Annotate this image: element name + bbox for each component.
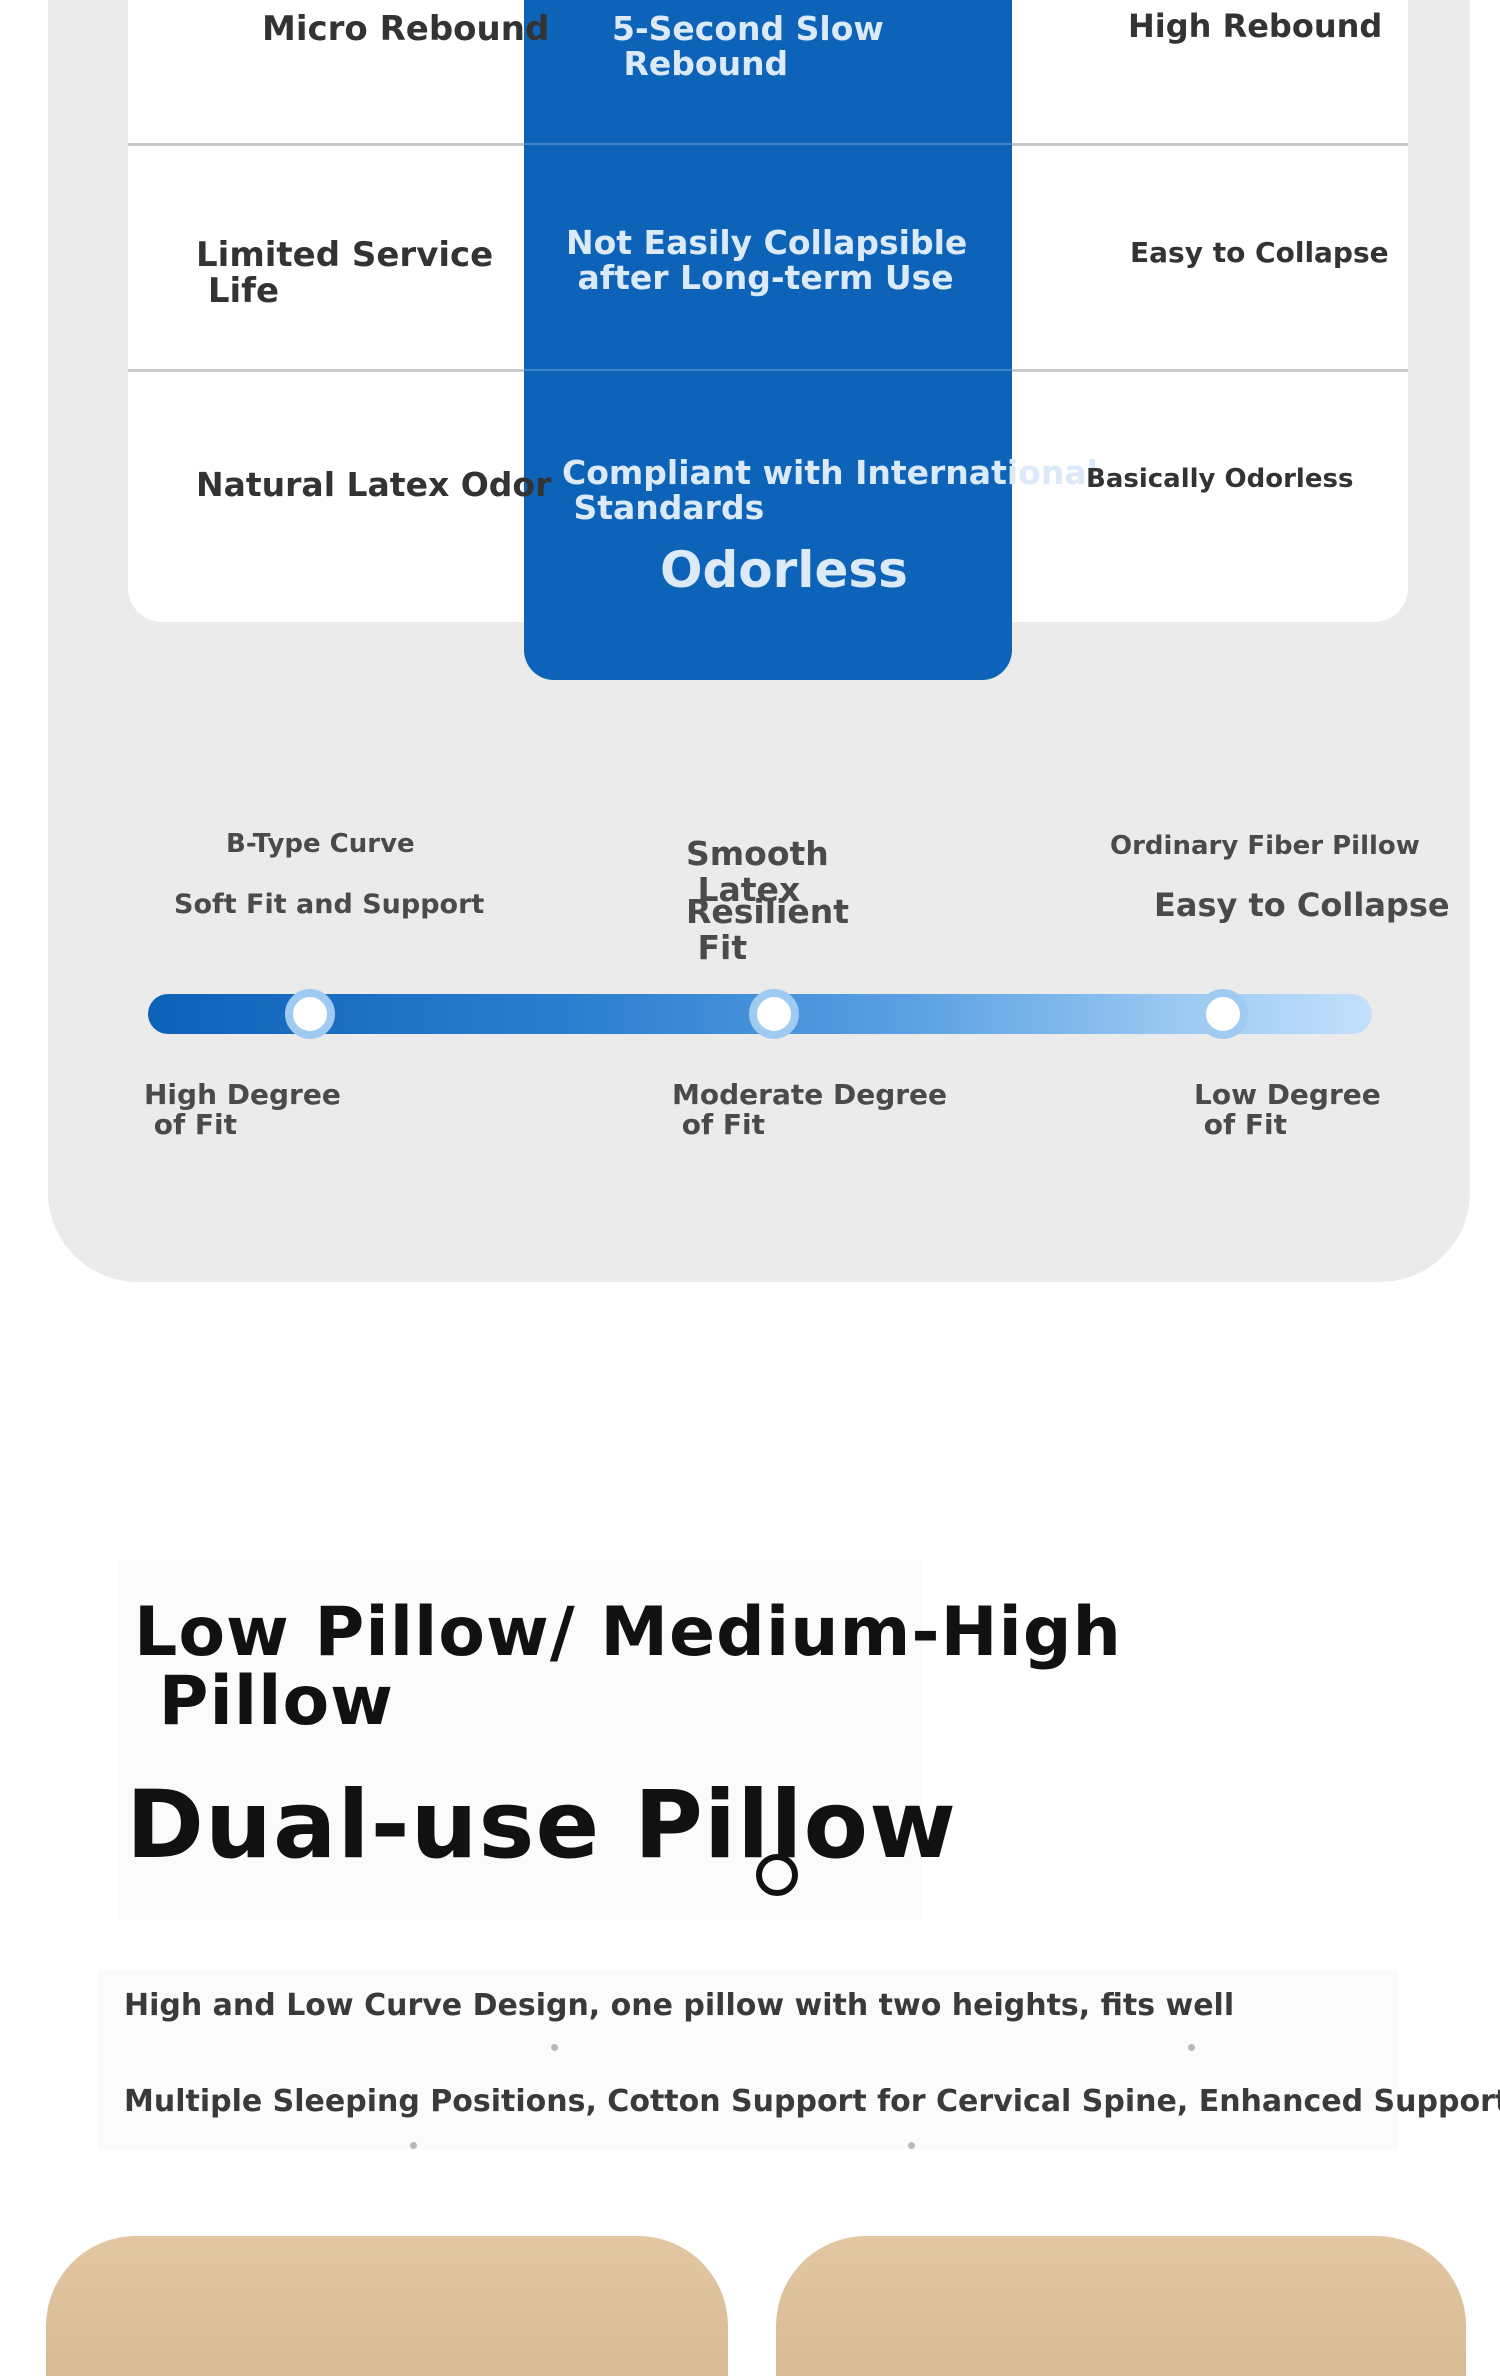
scale-col-2-top: Smooth Latex [686,834,829,909]
scale-col-3-feature: Easy to Collapse [1154,886,1450,924]
row-3-left: Natural Latex Odor [196,465,552,504]
row-2-right: Easy to Collapse [1130,236,1389,269]
scale-col-2-feature: Resilient Fit [686,892,850,967]
row-3-middle: Compliant with International Standards [562,453,1098,527]
separator-dot [1188,2044,1195,2051]
product-image-card-left [46,2236,728,2376]
row-1-left: Micro Rebound [262,9,550,49]
scale-col-3-top: Ordinary Fiber Pillow [1110,831,1420,861]
row-1-middle: 5-Second Slow Rebound [612,9,884,83]
features-background [98,1970,1398,2150]
separator-dot [410,2142,417,2149]
product-subtitle: Low Pillow/ Medium-High Pillow [134,1593,1122,1742]
scale-col-2-degree: Moderate Degree of Fit [672,1078,948,1142]
row-2-left: Limited Service Life [196,235,494,311]
separator-dot [551,2044,558,2051]
feature-line-1: High and Low Curve Design, one pillow wi… [124,1988,1235,2023]
product-title: Dual-use Pillow [126,1771,957,1880]
highlight-label: Odorless [660,541,908,599]
highlight-divider [524,143,1012,145]
scale-col-1-degree: High Degree of Fit [144,1078,341,1142]
highlight-divider [524,369,1012,371]
separator-dot [908,2142,915,2149]
fit-knob-low [1198,989,1248,1039]
highlight-column [524,0,1012,680]
cursor-ring-icon [756,1854,798,1896]
row-3-right: Basically Odorless [1086,464,1354,494]
fit-knob-moderate [749,989,799,1039]
fit-knob-high [285,989,335,1039]
row-2-middle: Not Easily Collapsible after Long-term U… [566,223,968,297]
scale-col-3-degree: Low Degree of Fit [1194,1078,1381,1142]
feature-line-2: Multiple Sleeping Positions, Cotton Supp… [124,2084,1500,2119]
row-1-right: High Rebound [1128,7,1383,45]
product-image-card-right [776,2236,1466,2376]
scale-col-1-top: B-Type Curve [226,829,415,859]
scale-col-1-feature: Soft Fit and Support [174,889,485,920]
